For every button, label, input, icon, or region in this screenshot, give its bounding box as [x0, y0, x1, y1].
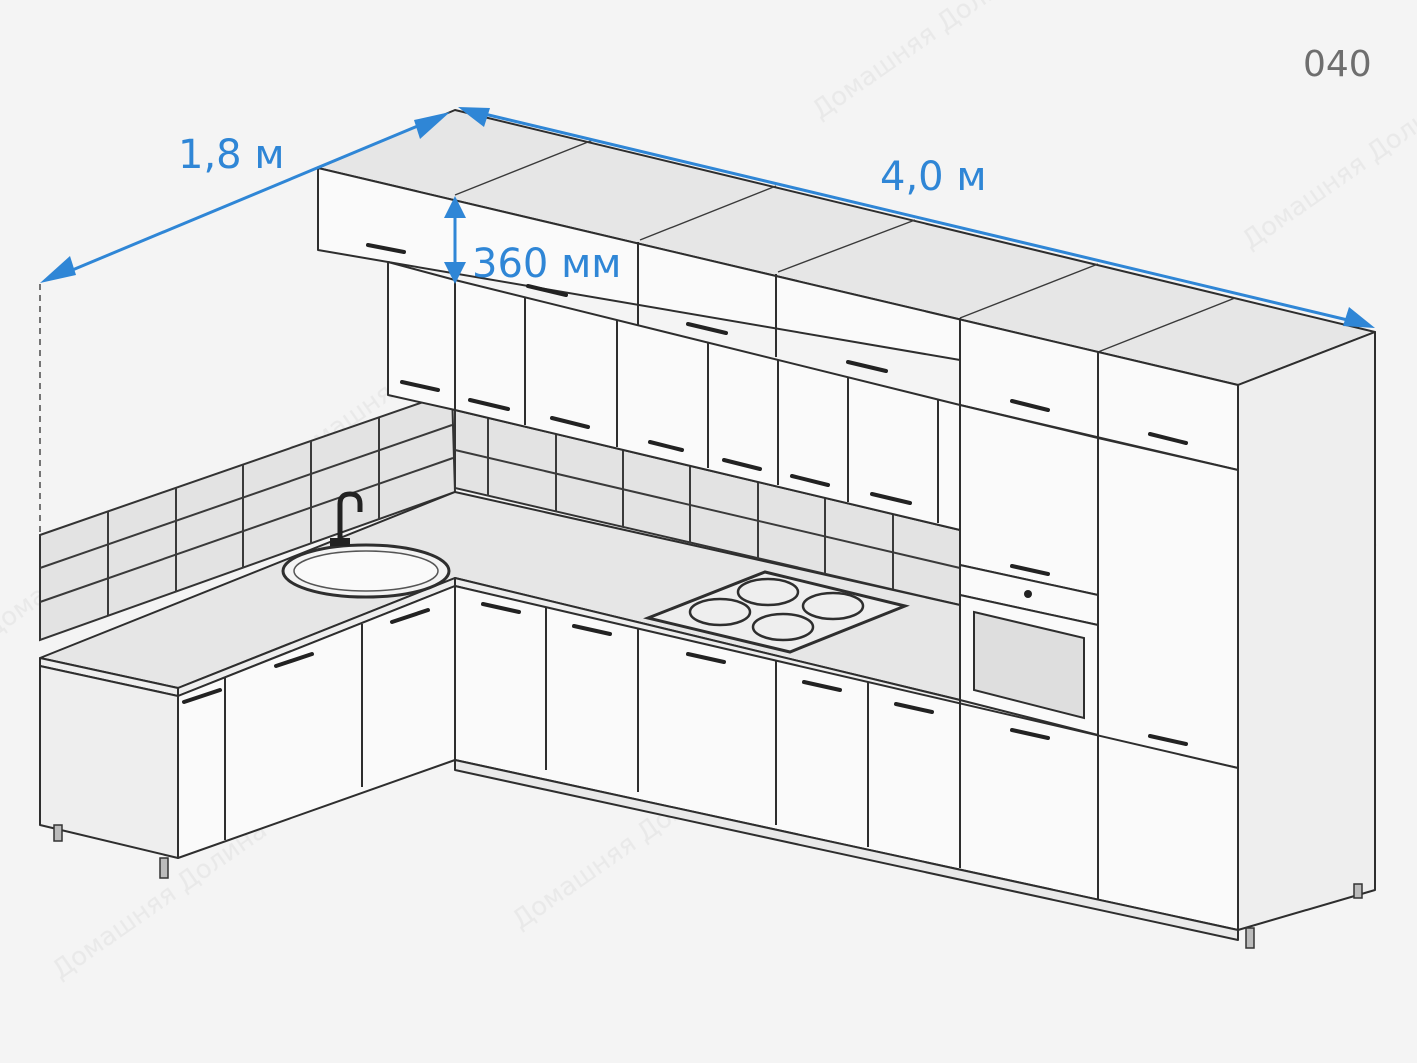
base-cabinets-left — [39, 585, 456, 879]
mezzanine-cabinets — [317, 109, 1376, 471]
dimension-label-height: 360 мм — [472, 241, 621, 287]
dimension-left: 1,8 м — [39, 112, 450, 535]
cabinet-handle — [1148, 734, 1188, 746]
cabinet-handle — [481, 602, 521, 614]
cabinet-handle — [686, 322, 728, 335]
wall-cabinets — [387, 261, 961, 531]
cabinet-handle — [366, 243, 406, 254]
faucet-icon — [337, 491, 363, 542]
cabinet-handle — [846, 360, 888, 373]
cabinet-handle — [1010, 399, 1050, 412]
sink-basin — [293, 550, 439, 592]
watermark-text: Домашняя Долина — [807, 0, 1033, 126]
cabinet-handle — [274, 652, 314, 668]
cabinet-handle — [894, 702, 934, 714]
figure-code: 040 — [1303, 44, 1372, 85]
cabinet-handle — [182, 688, 222, 704]
cabinet-handle — [526, 284, 568, 297]
watermark-text: Домашняя Долина — [1237, 85, 1417, 256]
cabinet-handle — [722, 458, 762, 471]
dimension-label-right: 4,0 м — [880, 154, 987, 200]
cabinet-handle — [400, 380, 440, 392]
dimension-right: 4,0 м — [458, 107, 1375, 328]
cooktop — [643, 570, 910, 654]
cabinet-handle — [802, 680, 842, 692]
cabinet-handle — [390, 608, 430, 624]
cabinet-handle — [790, 474, 830, 487]
cabinet-handle — [550, 416, 590, 429]
left-backsplash — [39, 390, 457, 642]
cabinet-handle — [468, 398, 510, 411]
cabinet-handle — [1010, 564, 1050, 576]
cabinet-handle — [870, 492, 912, 505]
cabinet-handle — [1010, 728, 1050, 740]
base-cabinets-right — [454, 585, 1363, 949]
cabinet-handle — [1148, 432, 1188, 445]
tall-column — [959, 331, 1376, 931]
dimension-label-left: 1,8 м — [178, 132, 285, 178]
dimension-height: 360 мм — [444, 196, 621, 287]
cabinet-handle — [572, 624, 612, 636]
cabinet-handle — [686, 652, 726, 664]
cabinet-handle — [648, 440, 684, 452]
